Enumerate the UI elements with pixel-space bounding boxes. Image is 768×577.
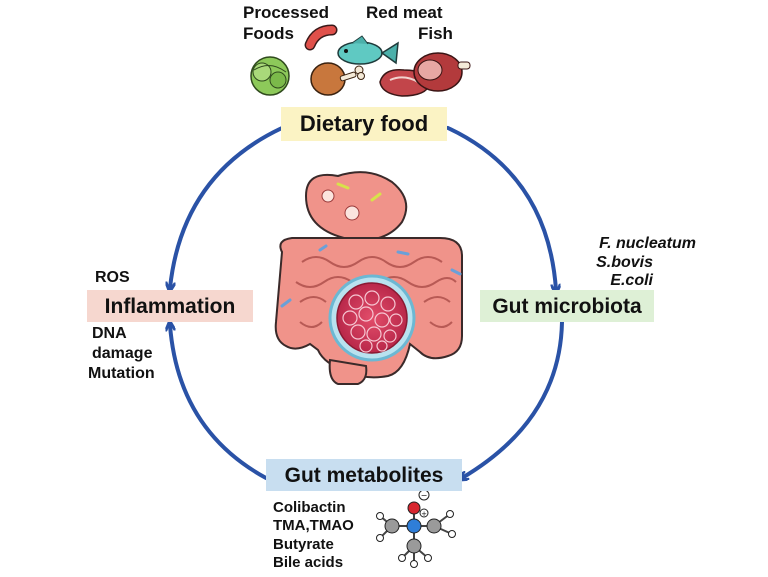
food-label-processed-line2: Foods <box>243 24 294 43</box>
arrow-food-to-microbiota <box>446 126 556 290</box>
microbe-label-3: E.coli <box>610 272 653 289</box>
effect-ros: ROS <box>95 269 130 286</box>
lettuce-icon <box>250 56 290 96</box>
food-label-red-meat: Red meat <box>366 3 443 22</box>
node-gut-metabolites: Gut metabolites <box>266 459 462 491</box>
effect-dna: DNA <box>92 325 127 342</box>
charge-plus: + <box>421 510 427 518</box>
metabolite-2: TMA,TMAO <box>273 517 354 534</box>
node-inflammation: Inflammation <box>87 290 253 322</box>
microbe-label-2: S.bovis <box>596 254 653 271</box>
charge-minus: − <box>421 491 428 500</box>
effect-mutation: Mutation <box>88 365 155 382</box>
effect-damage: damage <box>92 345 153 362</box>
microbe-label-1: F. nucleatum <box>599 235 696 252</box>
metabolite-3: Butyrate <box>273 536 334 553</box>
arrow-food-to-inflammation <box>170 126 284 288</box>
arrow-metabolites-to-inflammation <box>170 325 268 480</box>
molecule-icon: − + <box>376 489 456 568</box>
food-label-fish: Fish <box>418 24 453 43</box>
node-gut-microbiota: Gut microbiota <box>480 290 654 322</box>
cycle-arrows <box>170 126 564 480</box>
node-dietary-food: Dietary food <box>281 107 447 141</box>
ham-icon <box>413 52 471 92</box>
tumor-cells-icon <box>328 274 416 362</box>
arrow-microbiota-to-metabolites <box>462 320 564 478</box>
fish-icon <box>337 35 399 65</box>
metabolite-1: Colibactin <box>273 499 346 516</box>
chicken-leg-icon <box>310 62 365 96</box>
food-label-processed-line1: Processed <box>243 3 329 22</box>
metabolite-4: Bile acids <box>273 554 344 571</box>
sausage-icon <box>304 24 338 51</box>
